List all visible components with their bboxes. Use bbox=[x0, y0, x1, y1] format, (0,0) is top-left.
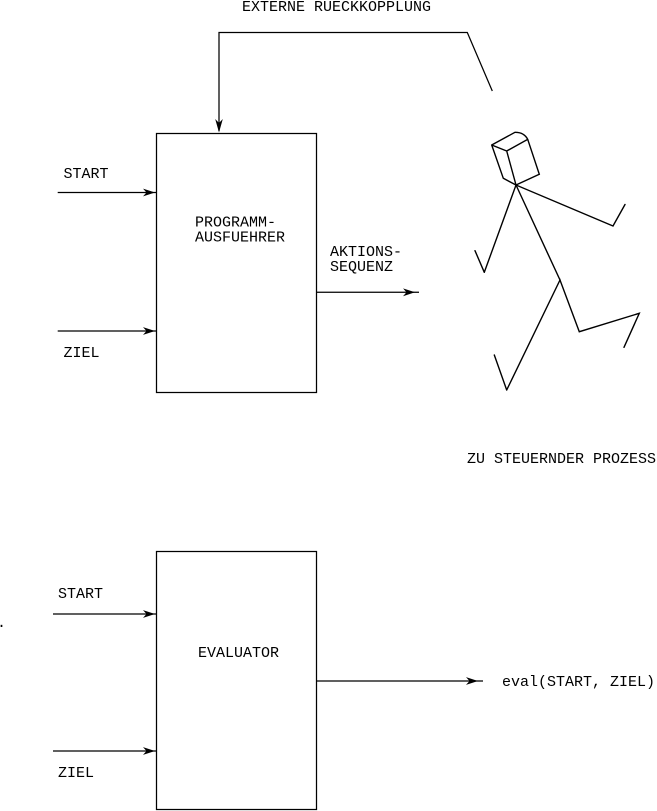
programm-ausfuehrer-box bbox=[155, 132, 318, 394]
start-arrowhead-bottom-icon bbox=[143, 610, 155, 618]
stray-mark: . bbox=[0, 615, 6, 632]
feedback-line bbox=[218, 31, 493, 131]
ziel-input-arrow-bottom bbox=[53, 747, 157, 755]
feedback-arrowhead-down-icon bbox=[215, 119, 223, 133]
aktions-output-arrow bbox=[316, 288, 419, 297]
start-input-arrow-top bbox=[57, 188, 157, 197]
start-label-top: START bbox=[64, 166, 109, 183]
start-arrowhead-top-icon bbox=[143, 188, 155, 197]
ziel-label-top: ZIEL bbox=[64, 345, 100, 362]
programm-box-label-line2: AUSFUEHRER bbox=[195, 230, 285, 247]
eval-output-arrow bbox=[316, 677, 483, 685]
figure-arms bbox=[474, 184, 626, 273]
start-input-arrow-bottom bbox=[53, 610, 157, 618]
ziel-label-bottom: ZIEL bbox=[58, 765, 94, 782]
aktions-arrowhead-icon bbox=[403, 288, 415, 297]
ziel-arrowhead-bottom-icon bbox=[143, 747, 155, 755]
programm-box-label-line1: PROGRAMM- bbox=[195, 215, 276, 232]
stick-figure-process bbox=[474, 131, 641, 391]
process-caption: ZU STEUERNDER PROZESS bbox=[467, 451, 656, 468]
ziel-arrowhead-top-icon bbox=[143, 327, 155, 335]
eval-output-label: eval(START, ZIEL) bbox=[502, 674, 655, 691]
start-label-bottom: START bbox=[58, 586, 103, 603]
ziel-input-arrow-top bbox=[57, 327, 157, 335]
eval-arrowhead-icon bbox=[466, 677, 478, 685]
evaluator-box-label: EVALUATOR bbox=[198, 645, 279, 662]
figure-torso bbox=[515, 184, 561, 281]
figure-head-box bbox=[491, 131, 541, 187]
aktions-label-line1: AKTIONS- bbox=[330, 244, 402, 261]
figure-legs bbox=[493, 278, 641, 391]
external-feedback-label: EXTERNE RUECKKOPPLUNG bbox=[242, 0, 431, 16]
evaluator-box bbox=[155, 550, 318, 811]
aktions-label-line2: SEQUENZ bbox=[330, 259, 393, 276]
